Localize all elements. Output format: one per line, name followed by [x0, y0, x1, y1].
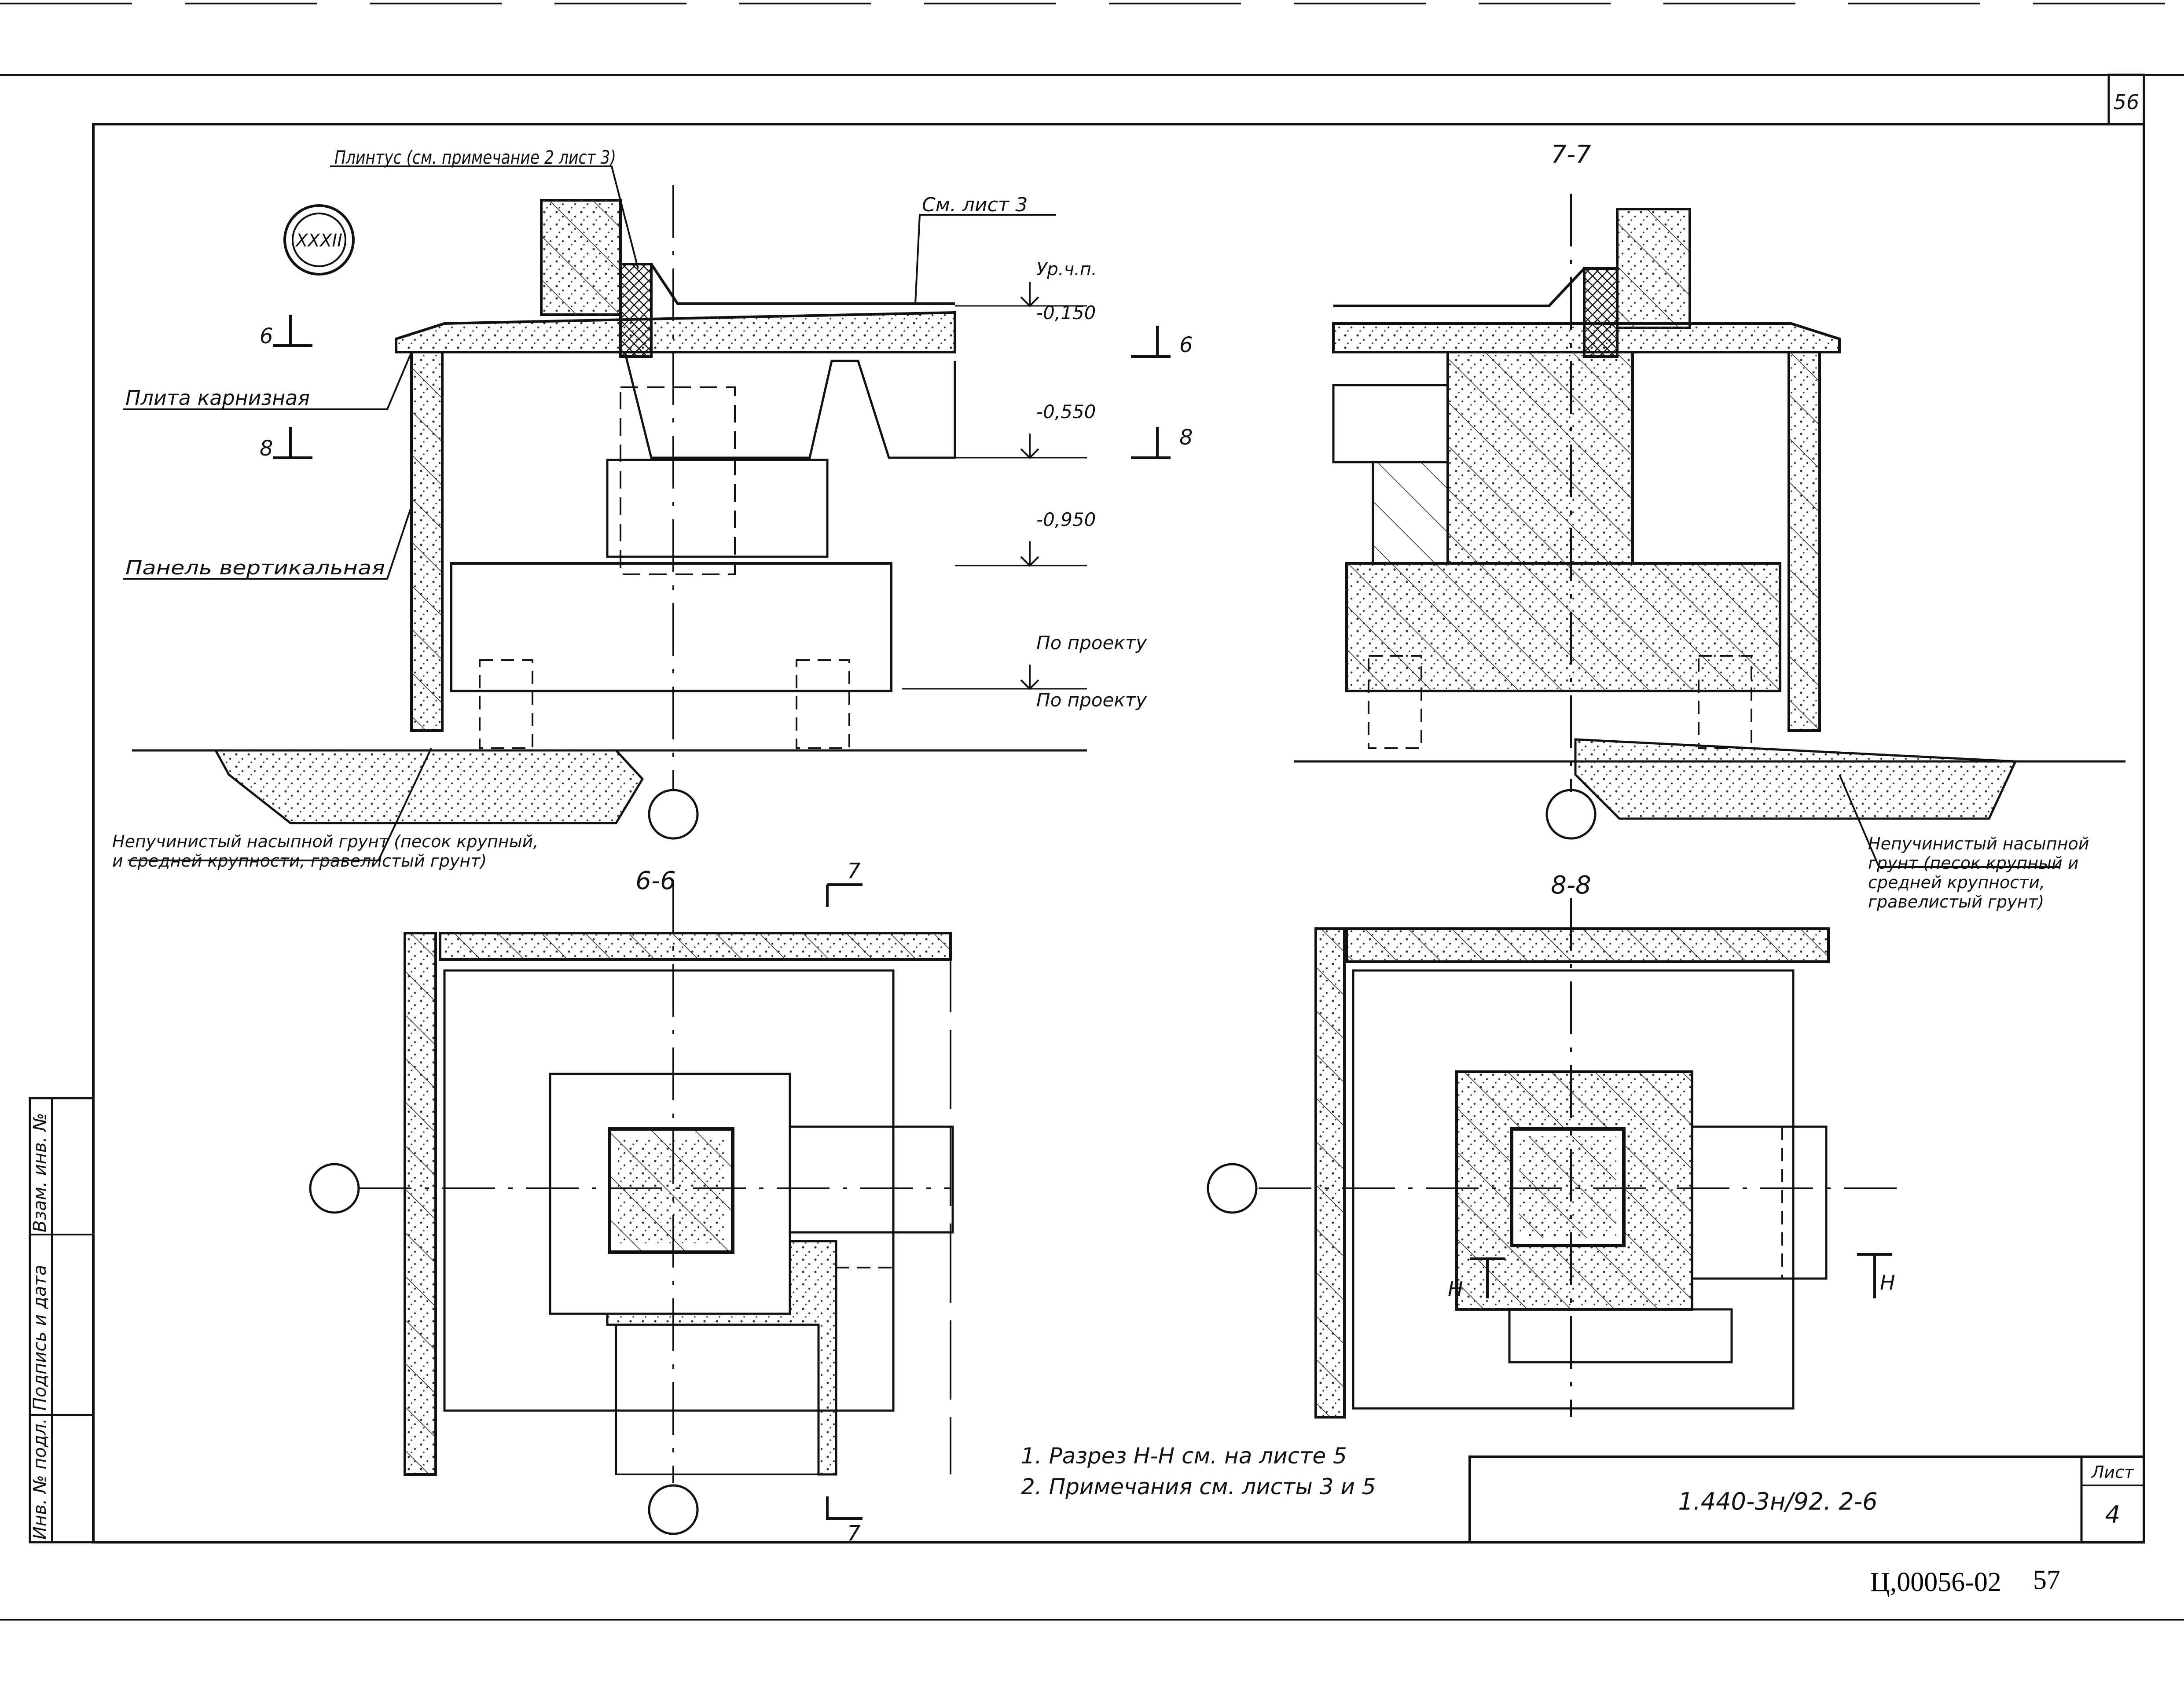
bottom-code: Ц,00056-02 — [1870, 1567, 2001, 1597]
top-trim-line — [0, 3, 2184, 76]
note-2: 2. Примечания см. листы 3 и 5 — [1021, 1474, 1376, 1500]
doc-code: 1.440-3н/92. 2-6 — [1678, 1488, 1877, 1515]
label-soil-right: Непучинистый насыпной грунт (песок крупн… — [1868, 834, 2089, 911]
mark-7-bottom: 7 — [847, 1521, 861, 1546]
title-block — [1468, 1455, 2145, 1544]
stamp-signature-date: Подпись и дата — [30, 1265, 50, 1411]
plan-6-6 — [309, 880, 954, 1535]
mark-h-right: Н — [1880, 1271, 1895, 1294]
label-soil-left: Непучинистый насыпной грунт (песок крупн… — [112, 832, 539, 871]
stamp-replaced-inv: Взам. инв. № — [30, 1113, 50, 1232]
mark-7-top: 7 — [847, 859, 861, 883]
plan-8-8 — [1207, 898, 1910, 1419]
section-6-6: 6-6 — [635, 867, 675, 895]
sheet-frame — [0, 74, 2184, 1621]
mark-h-left: Н — [1448, 1277, 1463, 1301]
level-l1: -0,150 — [1036, 302, 1096, 323]
sheet-number: 4 — [2105, 1501, 2120, 1529]
level-p1: По проекту — [1036, 632, 1147, 654]
note-1: 1. Разрез Н-Н см. на листе 5 — [1021, 1443, 1347, 1469]
side-stamp — [29, 1097, 95, 1544]
mark-8-right: 8 — [1179, 425, 1193, 450]
label-cornice-slab: Плита карнизная — [125, 386, 310, 410]
elevation-left — [123, 165, 1171, 861]
sheet-label: Лист — [2091, 1463, 2135, 1482]
section-7-7: 7-7 — [1551, 140, 1591, 169]
label-vertical-panel: Панель вертикальная — [125, 557, 385, 579]
level-p2: По проекту — [1036, 689, 1147, 711]
symbol-badge — [283, 204, 355, 276]
mark-6-right: 6 — [1179, 333, 1193, 357]
level-ground: Ур.ч.п. — [1036, 259, 1097, 279]
corner-number: 56 — [2114, 90, 2140, 114]
page-number: 57 — [2033, 1565, 2060, 1595]
stamp-inv-original: Инв. № подл. — [30, 1418, 50, 1540]
symbol-text: XXXII — [295, 231, 342, 251]
mark-6-left: 6 — [260, 324, 273, 349]
section-8-8: 8-8 — [1551, 871, 1591, 900]
label-see-sheet3: См. лист 3 — [922, 194, 1028, 216]
label-plinth: Плинтус (см. примечание 2 лист 3) — [334, 147, 616, 168]
elevation-right — [1294, 194, 2125, 868]
level-l2: -0,550 — [1036, 401, 1096, 423]
level-l3: -0,950 — [1036, 509, 1096, 530]
mark-8-left: 8 — [260, 436, 273, 461]
